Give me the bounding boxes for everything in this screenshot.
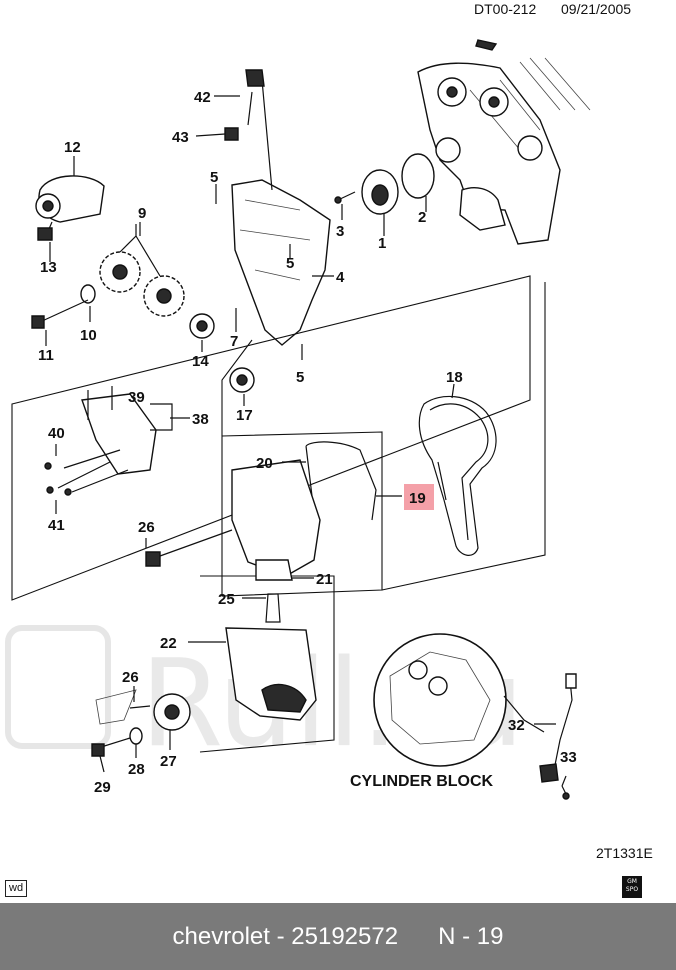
footer-separator-space: [270, 923, 277, 951]
footer-brand: chevrolet: [172, 922, 270, 950]
exploded-view-drawing: Rull.ru DT00-212 09/21/2005: [5, 1, 653, 861]
callout-7: 7: [230, 333, 238, 350]
leader-lines: [45, 95, 567, 787]
callout-42: 42: [194, 89, 211, 106]
document-date: 09/21/2005: [561, 1, 631, 17]
callout-13: 13: [40, 259, 57, 276]
callout-26a: 26: [138, 519, 155, 536]
lower-cover-drawing: [225, 593, 317, 721]
crank-pulley-drawing: [91, 689, 191, 757]
callout-26b: 26: [122, 669, 139, 686]
callout-21: 21: [316, 571, 333, 588]
callout-5b: 5: [286, 255, 294, 272]
cylinder-block-caption: CYLINDER BLOCK: [350, 773, 494, 790]
parts-diagram: Rull.ru DT00-212 09/21/2005: [5, 1, 653, 861]
callout-43: 43: [172, 129, 189, 146]
callout-5a: 5: [210, 169, 218, 186]
callout-2: 2: [418, 209, 426, 226]
callout-39: 39: [128, 389, 145, 406]
highlight-box: [404, 484, 434, 510]
footer-separator-space-2: [285, 923, 292, 951]
timing-belt-drawing: [418, 383, 497, 556]
callout-27: 27: [160, 753, 177, 770]
front-cover-drawing: [145, 441, 377, 581]
footer-bar: chevrolet - 25192572 N - 19: [0, 903, 676, 970]
callout-4: 4: [336, 269, 345, 286]
callout-labels: 42 43 12 5 9 3 1 2 5 4 13 10 7 11 14 5 1…: [38, 89, 577, 796]
callout-28: 28: [128, 761, 145, 778]
callout-38: 38: [192, 411, 209, 428]
crank-sensor-drawing: [539, 673, 577, 800]
footer-separator: -: [276, 922, 285, 950]
cylinder-block-detail: [373, 633, 545, 767]
callout-22: 22: [160, 635, 177, 652]
callout-40: 40: [48, 425, 65, 442]
tensioner-drawing: [35, 175, 105, 241]
footer-part-number: 25192572: [291, 922, 399, 950]
callout-1: 1: [378, 235, 386, 252]
callout-29: 29: [94, 779, 111, 796]
callout-25: 25: [218, 591, 235, 608]
callout-41: 41: [48, 517, 65, 534]
footer-position: N - 19: [438, 922, 504, 950]
callout-11: 11: [38, 347, 54, 364]
wd-tag: wd: [5, 880, 28, 897]
callout-19: 19: [409, 490, 426, 507]
callout-17: 17: [236, 407, 253, 424]
gm-spo-logo: GM SPO: [622, 876, 642, 898]
document-code: DT00-212: [474, 1, 536, 17]
callout-20: 20: [256, 455, 273, 472]
engine-block-drawing: [417, 39, 591, 245]
camshaft-gears-drawing: [99, 224, 185, 317]
callout-32: 32: [508, 717, 525, 734]
callout-3: 3: [336, 223, 344, 240]
rear-cover-drawing: [231, 69, 331, 346]
callout-10: 10: [80, 327, 97, 344]
bracket-drawing: [44, 386, 173, 496]
callout-9: 9: [138, 205, 146, 222]
footer-gap: [398, 923, 438, 951]
callout-14: 14: [192, 353, 209, 370]
callout-12: 12: [64, 139, 81, 156]
callout-33: 33: [560, 749, 577, 766]
figure-code: 2T1331E: [596, 845, 653, 861]
water-pump-drawing: [334, 153, 435, 215]
callout-5c: 5: [296, 369, 304, 386]
callout-18: 18: [446, 369, 463, 386]
